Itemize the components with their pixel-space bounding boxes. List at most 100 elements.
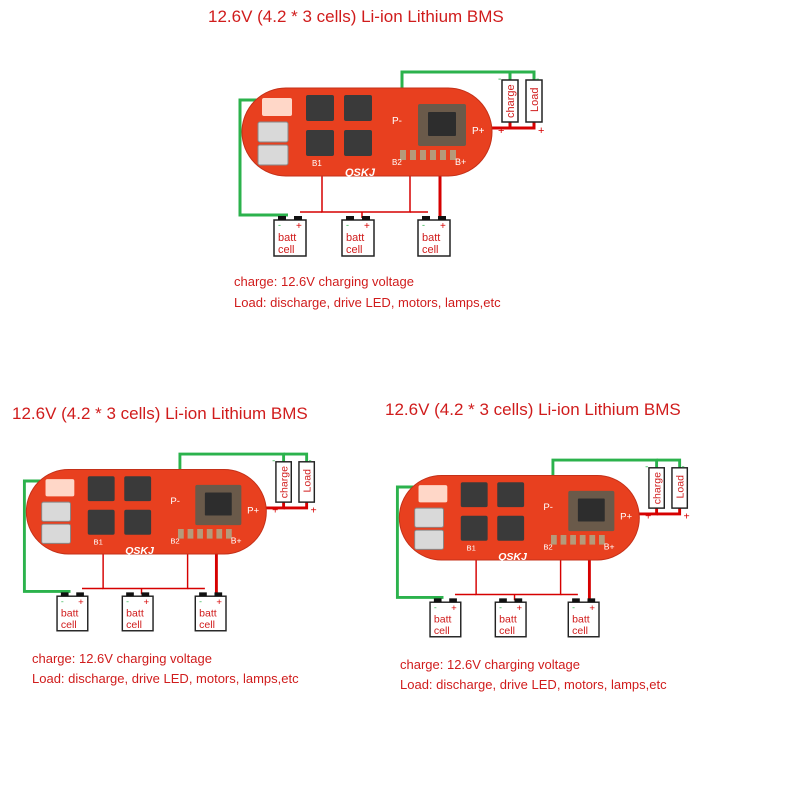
battery-cell-label: cell xyxy=(199,619,215,631)
smd-resistor xyxy=(410,150,416,160)
battery-cell-label: batt xyxy=(199,607,217,619)
pin-label-b1: B1 xyxy=(467,543,476,552)
battery-terminal-neg xyxy=(199,592,207,597)
smd-resistor xyxy=(560,535,567,545)
smd-resistor xyxy=(400,150,406,160)
note-charge: charge: 12.6V charging voltage xyxy=(32,651,212,666)
polarity-plus: + xyxy=(216,597,222,608)
battery-terminal-neg xyxy=(433,598,442,603)
pin-label-b-plus: B+ xyxy=(231,535,242,545)
battery-terminal-pos xyxy=(214,592,223,597)
battery-cell-3 xyxy=(194,595,227,632)
smd-resistor xyxy=(589,535,596,545)
battery-cell-label: batt xyxy=(278,232,296,244)
polarity-minus: - xyxy=(61,596,64,606)
pcb-pad-top xyxy=(45,479,75,497)
battery-terminal-neg xyxy=(572,598,580,603)
battery-terminal-pos xyxy=(362,216,370,220)
smd-resistor xyxy=(420,150,426,160)
battery-terminal-pos xyxy=(514,598,523,603)
brand-label: QSKJ xyxy=(125,545,155,557)
smd-resistor xyxy=(450,150,456,160)
pin-label-b2: B2 xyxy=(543,542,552,551)
pin-label-p-minus: P- xyxy=(170,496,180,507)
polarity-plus: + xyxy=(143,597,149,608)
smd-resistor xyxy=(440,150,446,160)
battery-cell-label: cell xyxy=(126,619,142,631)
charge-box xyxy=(648,467,666,509)
battery-terminal-neg xyxy=(126,592,134,597)
pcb-pad-top xyxy=(262,98,292,116)
pcb-pad-bbot xyxy=(257,144,289,166)
battery-cell-1 xyxy=(273,219,307,257)
mosfet-2 xyxy=(497,482,525,508)
polarity-plus: + xyxy=(683,511,689,523)
pin-label-b-plus: B+ xyxy=(455,157,466,167)
pcb-pad-bbot xyxy=(41,523,71,544)
note-load: Load: discharge, drive LED, motors, lamp… xyxy=(234,295,501,310)
note-charge: charge: 12.6V charging voltage xyxy=(400,657,580,672)
battery-terminal-neg xyxy=(422,216,430,220)
smd-resistor xyxy=(187,529,194,539)
pcb-pad-bmid xyxy=(414,507,444,528)
polarity-plus: + xyxy=(516,603,522,614)
pcb-pad-bmid xyxy=(41,501,71,522)
green-wire-p-minus xyxy=(551,458,659,488)
balance-wire-bus xyxy=(321,170,411,213)
polarity-minus: - xyxy=(272,456,275,467)
green-wire-load-neg xyxy=(656,458,682,468)
diagram-top: 12.6V (4.2 * 3 cells) Li-ion Lithium BMS… xyxy=(0,0,800,330)
pcb-pad-bmid xyxy=(257,121,289,143)
battery-terminal-pos xyxy=(587,598,596,603)
polarity-minus: - xyxy=(682,462,685,473)
polarity-minus: - xyxy=(346,220,349,230)
smd-resistor xyxy=(197,529,203,539)
note-charge: charge: 12.6V charging voltage xyxy=(234,274,414,289)
polarity-minus: - xyxy=(199,596,202,606)
smd-resistor xyxy=(178,529,184,539)
smd-resistor xyxy=(430,150,436,160)
charge-label: charge xyxy=(278,466,290,498)
smd-resistor xyxy=(206,529,213,539)
balance-wire-bus xyxy=(102,548,189,590)
diagram-title: 12.6V (4.2 * 3 cells) Li-ion Lithium BMS xyxy=(208,7,504,26)
charge-box xyxy=(275,461,293,503)
battery-cell-label: cell xyxy=(422,244,439,256)
pin-label-p-plus: P+ xyxy=(620,512,632,523)
battery-terminal-neg xyxy=(499,598,507,603)
pin-label-b2: B2 xyxy=(392,158,402,167)
battery-cell-label: batt xyxy=(499,613,517,625)
note-load: Load: discharge, drive LED, motors, lamp… xyxy=(32,671,299,686)
brand-label: QSKJ xyxy=(498,551,528,563)
load-box xyxy=(525,79,543,123)
mosfet-1 xyxy=(87,476,115,502)
battery-cell-3 xyxy=(417,219,451,257)
smd-resistor xyxy=(570,535,576,545)
battery-terminal-pos xyxy=(76,592,84,597)
battery-cell-label: cell xyxy=(499,625,515,637)
polarity-plus: + xyxy=(538,125,544,137)
battery-cell-1 xyxy=(56,595,89,632)
diagram-bottom-right: 12.6V (4.2 * 3 cells) Li-ion Lithium BMS… xyxy=(380,395,800,705)
pin-label-p-minus: P- xyxy=(543,502,553,513)
battery-cell-label: cell xyxy=(572,625,588,637)
smd-resistor xyxy=(579,535,586,545)
polarity-plus: + xyxy=(296,221,302,232)
battery-cell-label: batt xyxy=(572,613,590,625)
polarity-minus: - xyxy=(536,74,539,85)
battery-terminal-neg xyxy=(278,216,286,220)
smd-resistor xyxy=(226,529,232,539)
controller-ic-die xyxy=(204,492,232,516)
mosfet-3 xyxy=(306,130,334,156)
battery-cell-3 xyxy=(567,601,600,638)
battery-cell-2 xyxy=(341,219,375,257)
polarity-minus: - xyxy=(645,462,648,473)
polarity-plus: + xyxy=(498,125,504,137)
load-box xyxy=(298,461,316,503)
polarity-plus: + xyxy=(310,505,316,517)
pcb-pad-bbot xyxy=(414,529,444,550)
diagram-bottom-left: 12.6V (4.2 * 3 cells) Li-ion Lithium BMS… xyxy=(0,395,400,705)
